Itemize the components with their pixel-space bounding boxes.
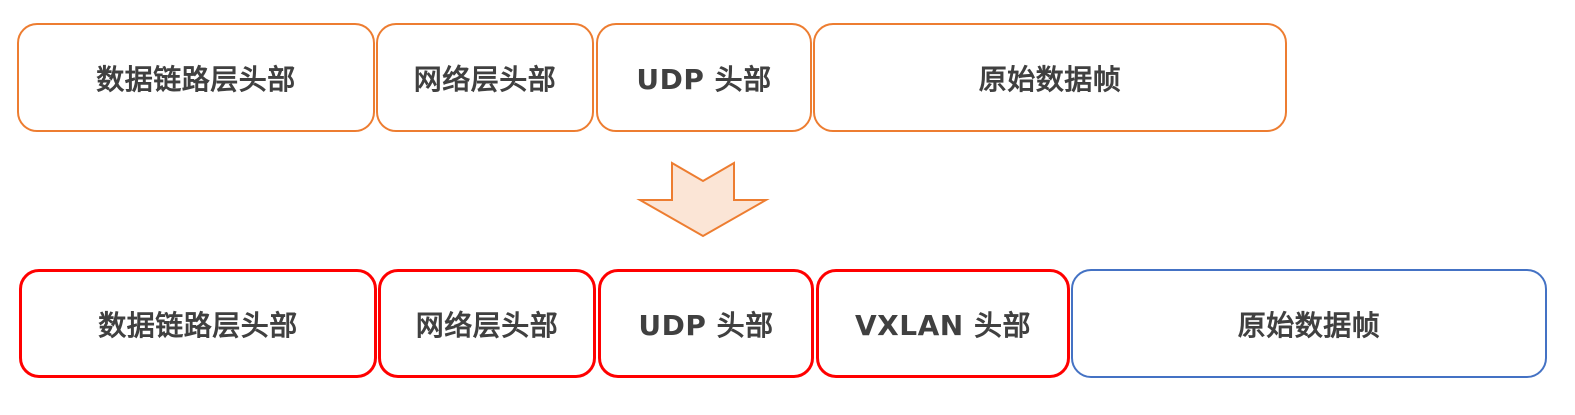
original-udp-header: UDP 头部: [596, 23, 812, 132]
vxlan-network-header: 网络层头部: [378, 269, 596, 378]
segment-label: UDP 头部: [638, 308, 774, 342]
down-arrow-icon: [636, 161, 770, 238]
segment-label: 网络层头部: [415, 308, 559, 342]
segment-label: VXLAN 头部: [855, 308, 1031, 342]
vxlan-data-link-header: 数据链路层头部: [19, 269, 377, 378]
segment-label: 数据链路层头部: [96, 62, 296, 96]
encapsulated-original-data-frame: 原始数据帧: [1071, 269, 1547, 378]
segment-label: 原始数据帧: [1237, 308, 1381, 342]
original-data-link-header: 数据链路层头部: [17, 23, 375, 132]
segment-label: 网络层头部: [413, 62, 557, 96]
original-data-frame: 原始数据帧: [813, 23, 1287, 132]
vxlan-udp-header: UDP 头部: [598, 269, 814, 378]
segment-label: UDP 头部: [636, 62, 772, 96]
segment-label: 数据链路层头部: [98, 308, 298, 342]
original-network-header: 网络层头部: [376, 23, 594, 132]
segment-label: 原始数据帧: [978, 62, 1122, 96]
vxlan-header: VXLAN 头部: [816, 269, 1070, 378]
